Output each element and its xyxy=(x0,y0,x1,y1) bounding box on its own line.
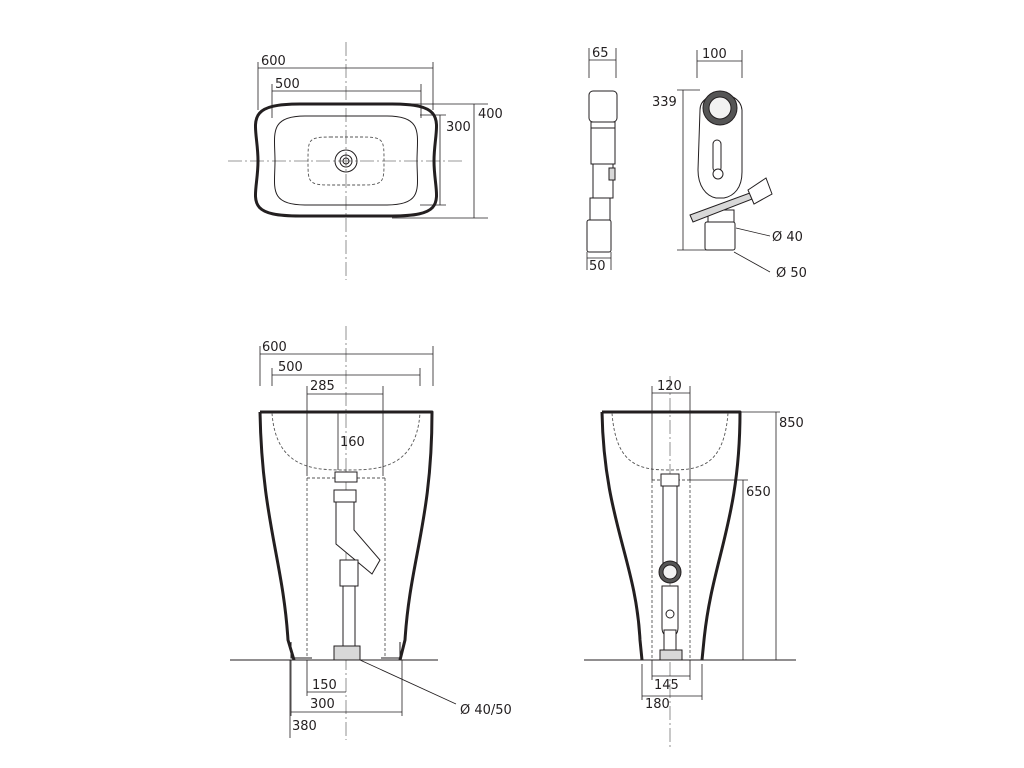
dim-160: 160 xyxy=(340,435,365,450)
siphon-side-view: 65 50 xyxy=(586,46,618,274)
dim-850: 850 xyxy=(779,416,804,431)
dim-500-front: 500 xyxy=(278,360,303,375)
top-view: 600 500 300 400 xyxy=(228,42,503,280)
dim-d40-50: Ø 40/50 xyxy=(460,703,512,718)
dim-300-top: 300 xyxy=(446,120,471,135)
dim-180: 180 xyxy=(645,697,670,712)
dim-380: 380 xyxy=(292,719,317,734)
dim-145: 145 xyxy=(654,678,679,693)
siphon-front-view: 100 339 Ø 40 Ø 50 xyxy=(652,47,807,281)
side-view: 120 850 650 145 180 xyxy=(584,376,804,750)
dim-400-top: 400 xyxy=(478,107,503,122)
dim-650: 650 xyxy=(746,485,771,500)
dim-d50: Ø 50 xyxy=(776,266,807,281)
dim-d40: Ø 40 xyxy=(772,230,803,245)
dim-300-front: 300 xyxy=(310,697,335,712)
dim-65: 65 xyxy=(592,46,609,61)
front-view: 600 500 285 160 150 300 380 Ø 40/50 xyxy=(230,326,512,740)
dim-100: 100 xyxy=(702,47,727,62)
dim-500-top: 500 xyxy=(275,77,300,92)
dim-285: 285 xyxy=(310,379,335,394)
dim-120: 120 xyxy=(657,379,682,394)
dim-600-top: 600 xyxy=(261,54,286,69)
dim-150: 150 xyxy=(312,678,337,693)
dim-600-front: 600 xyxy=(262,340,287,355)
dim-50: 50 xyxy=(589,259,606,274)
dim-339: 339 xyxy=(652,95,677,110)
